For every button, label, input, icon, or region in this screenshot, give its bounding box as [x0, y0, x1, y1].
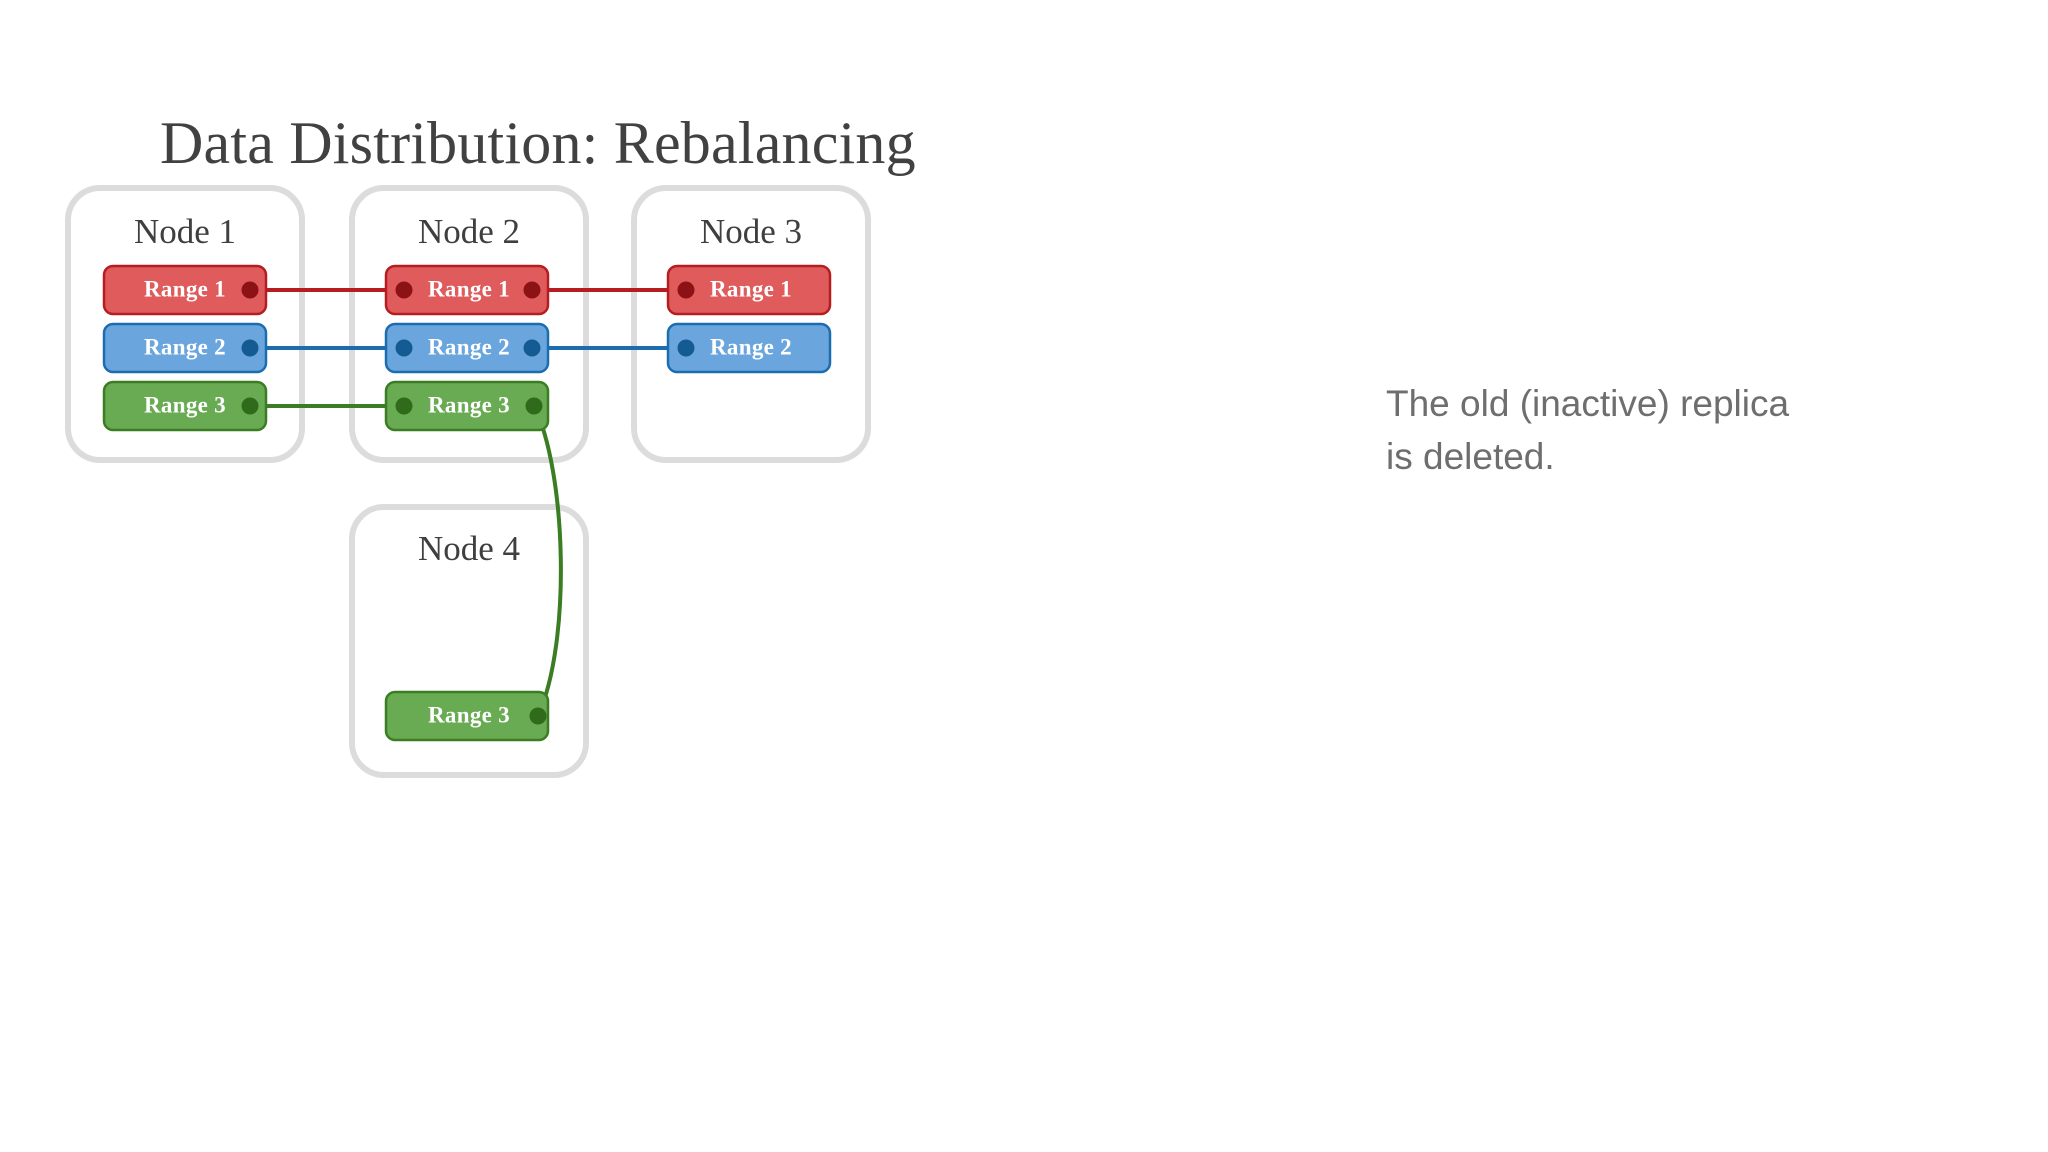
- range-pill-node1-range1[interactable]: Range 1: [102, 264, 268, 316]
- range-pill-node3-range1[interactable]: Range 1: [666, 264, 832, 316]
- range-pill-label: Range 2: [428, 334, 510, 359]
- connector-dot-left: [677, 339, 695, 357]
- node-label-node-2: Node 2: [418, 212, 520, 251]
- range-pill-node1-range2[interactable]: Range 2: [102, 322, 268, 374]
- range-pill-node2-range1[interactable]: Range 1: [384, 264, 550, 316]
- range-pill-node2-range2[interactable]: Range 2: [384, 322, 550, 374]
- caption-text: The old (inactive) replica is deleted.: [1386, 378, 1946, 483]
- connector-dot-left: [395, 281, 413, 299]
- page-title: Data Distribution: Rebalancing: [160, 110, 916, 176]
- range-pill-rect: [102, 322, 268, 374]
- range-pill-rect: [666, 322, 832, 374]
- range-pill-label: Range 1: [144, 276, 226, 301]
- range-pill-rect: [384, 322, 550, 374]
- range-pill-label: Range 2: [144, 334, 226, 359]
- connector-range3-node2-node4: [532, 404, 563, 718]
- connector-dot-right: [523, 281, 541, 299]
- range-pill-label: Range 1: [428, 276, 510, 301]
- node-label-node-3: Node 3: [700, 212, 802, 251]
- range-pill-node2-range3[interactable]: Range 3: [384, 380, 550, 432]
- range-pill-label: Range 2: [710, 334, 792, 359]
- connector-dot-left: [677, 281, 695, 299]
- connector-dot-right: [529, 707, 547, 725]
- range-pill-rect: [666, 264, 832, 316]
- range-pill-label: Range 1: [710, 276, 792, 301]
- range-pill-node4-range3[interactable]: Range 3: [384, 690, 550, 742]
- range-pill-label: Range 3: [144, 392, 226, 417]
- connector-dot-left: [395, 339, 413, 357]
- node-label-node-1: Node 1: [134, 212, 236, 251]
- connector-dot-right: [241, 339, 259, 357]
- connector-dot-right: [525, 397, 543, 415]
- range-pill-node3-range2[interactable]: Range 2: [666, 322, 832, 374]
- connector-dot-right: [241, 397, 259, 415]
- range-pill-rect: [102, 264, 268, 316]
- range-pill-rect: [102, 380, 268, 432]
- node-label-node-4: Node 4: [418, 529, 520, 568]
- range-pill-rect: [384, 380, 550, 432]
- range-pill-label: Range 3: [428, 392, 510, 417]
- caption-line-1: The old (inactive) replica: [1386, 383, 1790, 424]
- connector-dot-right: [523, 339, 541, 357]
- connector-dot-right: [241, 281, 259, 299]
- range-pill-node1-range3[interactable]: Range 3: [102, 380, 268, 432]
- range-pill-label: Range 3: [428, 702, 510, 727]
- caption-line-2: is deleted.: [1386, 435, 1555, 477]
- range-pill-rect: [384, 690, 550, 742]
- connector-dot-left: [395, 397, 413, 415]
- range-pill-rect: [384, 264, 550, 316]
